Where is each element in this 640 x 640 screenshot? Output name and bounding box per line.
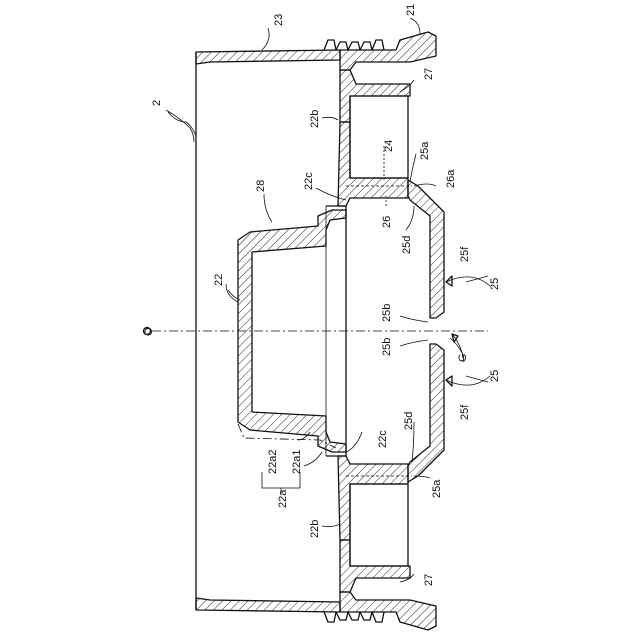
cavity-top: [350, 96, 408, 178]
label-26a: 26a: [445, 169, 457, 188]
label-25b-bottom: 25b: [381, 338, 393, 356]
label-G: G: [457, 353, 469, 362]
label-28: 28: [255, 180, 267, 192]
outer-wall-top: [196, 32, 436, 70]
valve-flap-top: [408, 180, 444, 318]
label-24: 24: [383, 140, 395, 152]
outer-wall-bottom: [196, 592, 436, 630]
label-22a: 22a: [277, 489, 289, 508]
label-25a-bottom: 25a: [431, 479, 443, 498]
label-25d-bottom: 25d: [403, 412, 415, 430]
label-23: 23: [273, 14, 285, 26]
arrow-22: [226, 284, 238, 302]
label-22c-top: 22c: [303, 172, 315, 190]
label-22a1: 22a1: [291, 450, 303, 474]
label-25d-top: 25d: [401, 236, 413, 254]
label-25f-top: 25f: [459, 246, 471, 262]
label-25-bottom: 25: [489, 370, 501, 382]
label-27-top: 27: [423, 68, 435, 80]
label-25-top: 25: [489, 278, 501, 290]
label-22a2: 22a2: [267, 450, 279, 474]
label-22c-bottom: 22c: [377, 430, 389, 448]
wall-22b-bottom: [338, 456, 408, 540]
label-2: 2: [151, 100, 163, 106]
label-25b-top: 25b: [381, 304, 393, 322]
label-22b-top: 22b: [309, 110, 321, 128]
label-27-bottom: 27: [423, 574, 435, 586]
label-25f-bottom: 25f: [459, 404, 471, 420]
label-22b-bottom: 22b: [309, 520, 321, 538]
label-22: 22: [213, 274, 225, 286]
cavity-bottom: [350, 484, 408, 566]
reference-labels: 2 21 23 27 22b 24 25a 22c 26a 26 25d 28 …: [143, 4, 501, 586]
label-O: O: [143, 327, 155, 336]
label-26: 26: [381, 216, 393, 228]
wall-22b-top: [338, 122, 408, 206]
label-21: 21: [405, 4, 417, 16]
label-25a-top: 25a: [419, 141, 431, 160]
